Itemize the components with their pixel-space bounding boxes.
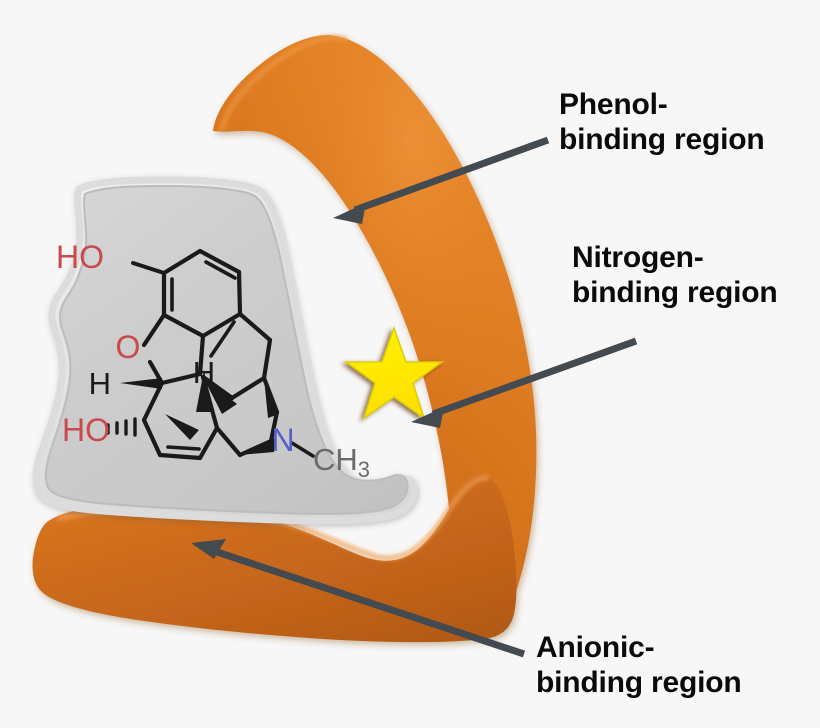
bond-c-double (209, 320, 236, 358)
arrow-to-anionic-region (191, 539, 526, 658)
atom-label-phenol-ho: HO (56, 239, 104, 275)
receptor-sheen (213, 35, 537, 635)
atom-label-h-c13: H (193, 355, 215, 390)
atom-label-nitrogen: N (271, 422, 294, 458)
bond-a2 (197, 248, 242, 275)
bond-c2 (261, 337, 273, 381)
bond-a1 (161, 248, 203, 276)
wedge-h-c13 (196, 370, 212, 412)
bond-n4 (214, 425, 243, 458)
label-anionic-binding-region: Anionic- binding region (536, 631, 742, 700)
bond-a3 (236, 269, 243, 317)
stereo-wedges (120, 370, 279, 455)
bond-e3 (159, 371, 203, 386)
bond-n2 (268, 409, 280, 444)
bond-a4 (200, 311, 243, 339)
star-marker (343, 325, 445, 420)
morphine-structure (141, 248, 315, 461)
bond-e4 (197, 333, 206, 377)
label-phenol-binding-region: Phenol- binding region (559, 88, 765, 157)
bond-n-methyl (290, 441, 315, 458)
atom-labels: HO O H H HO N CH3 (56, 239, 370, 482)
arrow-to-phenol-region (333, 136, 550, 224)
bond-phenol-oh (131, 261, 166, 275)
bond-c3 (229, 375, 267, 401)
wedge-h-c5 (120, 378, 162, 389)
receptor-top-highlight (219, 34, 348, 131)
star-icon (343, 325, 445, 420)
bond-d4 (197, 425, 220, 461)
hash-wedge-allylic-oh (106, 417, 137, 437)
wedge-bridge-lower (203, 377, 237, 414)
atom-label-methyl: CH3 (313, 442, 370, 482)
bond-d-double (166, 445, 201, 451)
bond-d1 (141, 380, 165, 423)
atom-label-allylic-ho: HO (62, 412, 110, 448)
bond-d2 (141, 417, 163, 458)
bond-a5 (161, 312, 206, 339)
bond-c1 (237, 311, 273, 343)
bond-bridge (200, 374, 235, 401)
wedge-ch2-n (240, 438, 275, 455)
bond-d3 (157, 452, 203, 461)
atom-label-h-c5: H (89, 366, 111, 401)
bond-e1 (141, 312, 167, 348)
wedge-c15 (165, 414, 199, 440)
label-nitrogen-binding-region: Nitrogen- binding region (572, 241, 778, 310)
atom-label-ether-o: O (116, 329, 141, 365)
bond-a-double-1 (204, 260, 237, 280)
annotation-arrows (191, 136, 638, 658)
wedge-c9-n (264, 378, 279, 418)
arrow-to-nitrogen-region (411, 337, 638, 428)
